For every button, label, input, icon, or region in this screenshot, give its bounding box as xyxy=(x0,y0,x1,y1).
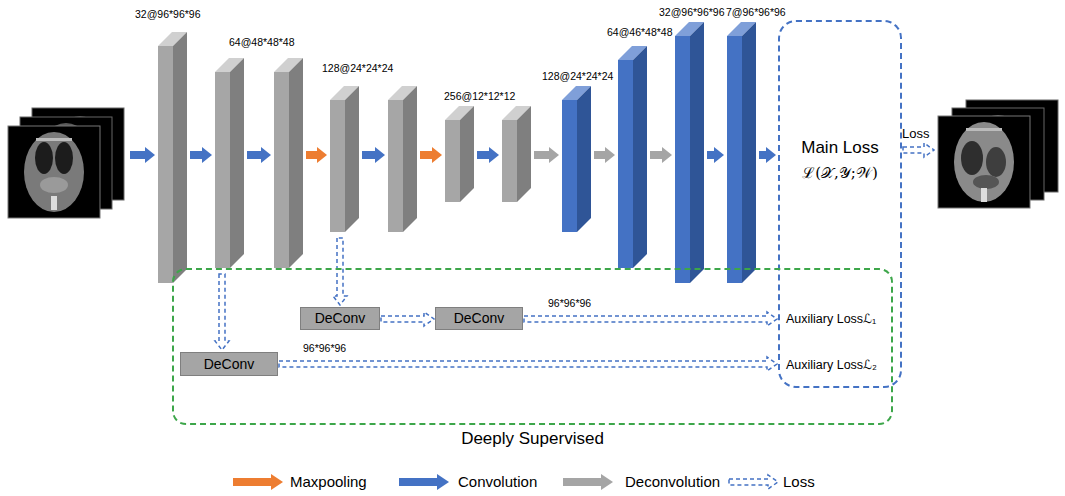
encoder-slab xyxy=(502,106,531,202)
convolution-arrow xyxy=(477,147,499,163)
deconv-box: DeConv xyxy=(180,352,278,376)
deconv-box: DeConv xyxy=(300,307,380,330)
feature-map-size: 64@48*48*48 xyxy=(229,36,295,49)
feature-map-size: 64@46*48*48 xyxy=(607,26,673,39)
decoder-slab xyxy=(727,22,756,283)
encoder-slab xyxy=(330,86,359,232)
legend-arrow xyxy=(563,474,613,490)
feature-map-size: 128@24*24*24 xyxy=(542,70,613,83)
encoder-slab xyxy=(388,86,417,232)
legend-swatch xyxy=(232,472,284,492)
auxiliary-loss-label: Auxiliary Lossℒ₁ xyxy=(786,312,876,327)
encoder-slab xyxy=(274,58,303,268)
loss-output-arrow xyxy=(903,143,934,157)
deconvolution-arrow xyxy=(594,147,615,163)
loss-connector xyxy=(381,312,434,326)
box-label: DeConv xyxy=(315,310,366,327)
loss-tap-arrow xyxy=(215,274,229,350)
loss-region: Main Lossℒ(𝒳,𝒴;𝒲) Auxiliary Lossℒ₁ Auxilia… xyxy=(778,20,902,388)
legend-label: Convolution xyxy=(458,473,537,491)
legend-arrow xyxy=(399,474,449,490)
loss-formula: ℒ(𝒳,𝒴;𝒲) xyxy=(780,164,900,182)
legend-label: Deconvolution xyxy=(625,473,720,491)
main-loss-title: Main Loss xyxy=(780,138,900,158)
loss-taps xyxy=(215,143,934,350)
auxiliary-loss-label: Auxiliary Lossℒ₂ xyxy=(786,358,877,373)
group-heading: Deeply Supervised xyxy=(174,429,891,449)
decoder-slab xyxy=(618,46,647,268)
encoder-slab xyxy=(215,58,244,268)
operation-arrows xyxy=(130,147,776,163)
resolution-label: 96*96*96 xyxy=(301,342,348,355)
legend-arrow xyxy=(233,474,283,490)
legend-swatch xyxy=(562,472,614,492)
legend-swatch xyxy=(398,472,450,492)
feature-map-size: 32@96*96*96 xyxy=(135,8,201,21)
decoder-slab xyxy=(675,22,704,283)
convolution-arrow xyxy=(759,147,776,163)
loss-connector xyxy=(524,312,777,326)
box-label: DeConv xyxy=(204,356,255,373)
feature-map-size: 32@96*96*96 xyxy=(659,6,725,19)
loss-tap-arrow xyxy=(333,238,347,305)
deep-supervision-group: Deeply SupervisedDeConvDeConvDeConv xyxy=(172,268,893,425)
decoder-slab xyxy=(562,86,591,232)
maxpooling-arrow xyxy=(420,147,442,163)
convolution-arrow xyxy=(362,147,385,163)
convolution-arrow xyxy=(707,147,724,163)
convolution-arrow xyxy=(190,147,212,163)
encoder-slab xyxy=(445,106,474,202)
feature-map-slabs xyxy=(158,22,756,283)
input-ct-stack xyxy=(8,108,124,218)
legend-swatch xyxy=(728,472,780,492)
feature-map-size: 128@24*24*24 xyxy=(322,62,393,75)
resolution-label: 96*96*96 xyxy=(546,297,593,310)
loss-connector xyxy=(279,357,777,371)
feature-map-size: 256@12*12*12 xyxy=(444,90,515,103)
legend-label: Loss xyxy=(783,473,815,491)
convolution-arrow xyxy=(247,147,271,163)
deconvolution-arrow xyxy=(650,147,672,163)
encoder-slab xyxy=(158,32,187,283)
feature-map-size: 7@96*96*96 xyxy=(726,6,786,19)
legend-arrow xyxy=(729,475,778,489)
loss-arrow-label: Loss xyxy=(902,126,929,142)
legend-label: Maxpooling xyxy=(290,473,367,491)
deconv-box: DeConv xyxy=(435,307,523,330)
maxpooling-arrow xyxy=(306,147,327,163)
deconvolution-arrow xyxy=(534,147,559,163)
convolution-arrow xyxy=(130,147,155,163)
output-ct-stack xyxy=(938,100,1058,208)
box-label: DeConv xyxy=(454,310,505,327)
